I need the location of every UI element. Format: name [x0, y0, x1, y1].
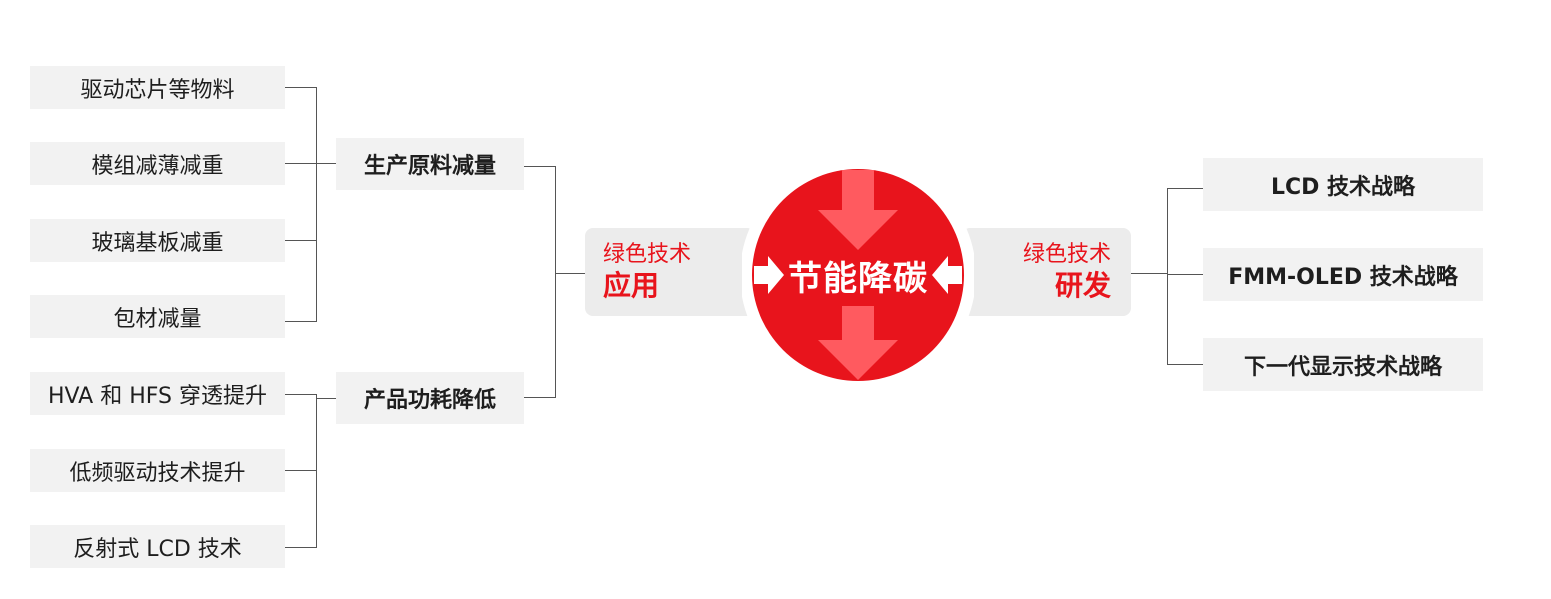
connector-line	[285, 163, 316, 164]
connector-line	[524, 397, 555, 398]
strategy-box-lcd: LCD 技术战略	[1203, 158, 1483, 211]
arrow-down-top-icon	[818, 170, 898, 250]
connector-line	[1167, 188, 1168, 365]
leaf-item: 低频驱动技术提升	[30, 449, 285, 492]
connector-line	[285, 470, 316, 471]
strategy-box-fmm-oled: FMM-OLED 技术战略	[1203, 248, 1483, 301]
connector-line	[1167, 364, 1203, 365]
right-pill-title: 研发	[1054, 269, 1111, 302]
right-pill: 绿色技术 研发	[962, 228, 1131, 316]
strategy-box-next-gen: 下一代显示技术战略	[1203, 338, 1483, 391]
center-hub	[742, 160, 974, 390]
leaf-item: 玻璃基板减重	[30, 219, 285, 262]
leaf-item: 驱动芯片等物料	[30, 66, 285, 109]
connector-line	[316, 398, 336, 399]
connector-line	[1131, 273, 1167, 274]
connector-line	[555, 273, 586, 274]
connector-line	[1167, 188, 1203, 189]
connector-line	[285, 240, 316, 241]
hub-circle	[752, 169, 964, 381]
connector-line	[316, 163, 336, 164]
group-box-power: 产品功耗降低	[336, 372, 524, 424]
connector-line	[316, 87, 317, 322]
connector-line	[555, 166, 556, 398]
connector-line	[285, 321, 316, 322]
leaf-item: HVA 和 HFS 穿透提升	[30, 372, 285, 415]
connector-line	[285, 547, 316, 548]
connector-line	[285, 87, 316, 88]
left-pill-subtitle: 绿色技术	[603, 242, 692, 267]
leaf-item: 包材减量	[30, 295, 285, 338]
arrow-right-icon	[754, 256, 784, 294]
group-box-materials: 生产原料减量	[336, 138, 524, 190]
leaf-item: 反射式 LCD 技术	[30, 525, 285, 568]
arrow-left-icon	[932, 256, 962, 294]
left-pill-title: 应用	[603, 269, 660, 302]
arrow-down-bottom-icon	[818, 306, 898, 380]
connector-line	[316, 394, 317, 548]
connector-line	[1167, 274, 1203, 275]
left-pill: 绿色技术 应用	[585, 228, 755, 316]
right-pill-subtitle: 绿色技术	[1022, 242, 1111, 267]
connector-line	[285, 394, 316, 395]
leaf-item: 模组减薄减重	[30, 142, 285, 185]
connector-line	[524, 166, 555, 167]
